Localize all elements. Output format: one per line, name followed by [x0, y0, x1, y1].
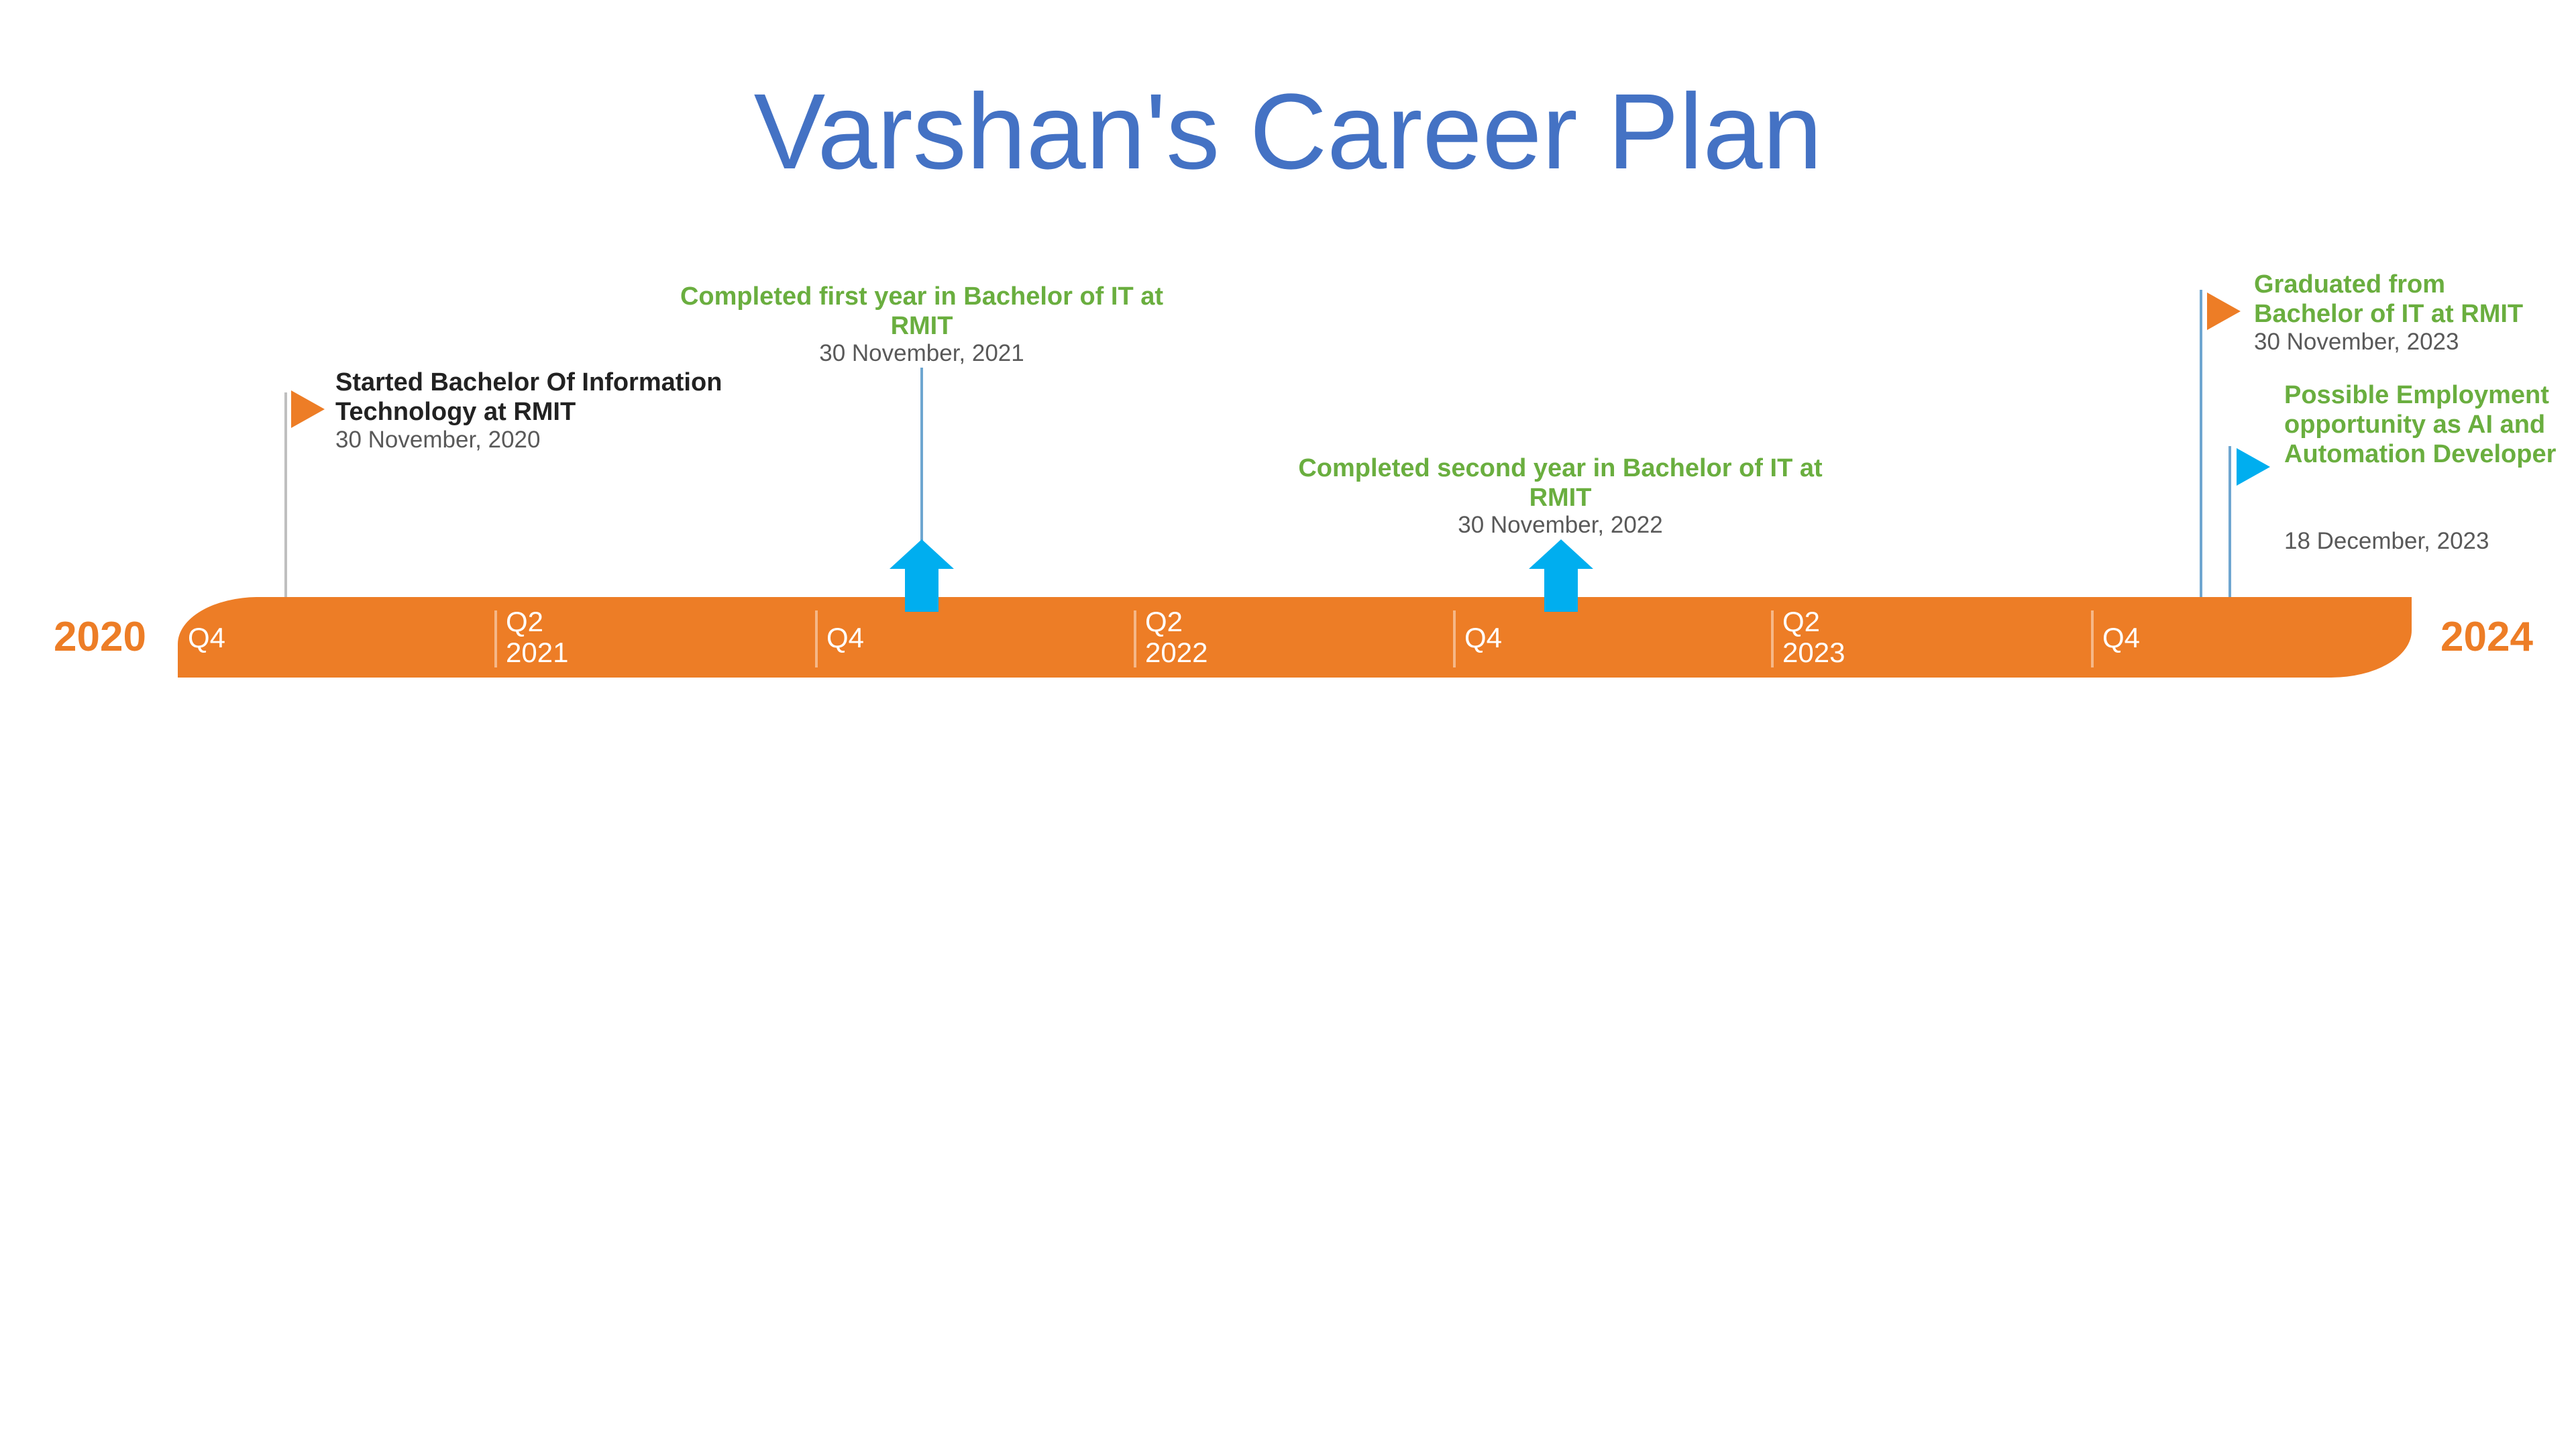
up-arrow-icon: [1529, 539, 1593, 612]
event-5-date: 18 December, 2023: [2284, 528, 2489, 554]
event-3-title: Completed second year in Bachelor of IT …: [1298, 454, 1823, 512]
orange-flag-icon: [2207, 292, 2241, 330]
quarter-tick: [1771, 610, 1774, 667]
quarter-tick: [1134, 610, 1136, 667]
event-1-stem: [284, 392, 287, 600]
quarter-tick: [1453, 610, 1456, 667]
event-2-title: Completed first year in Bachelor of IT a…: [680, 282, 1164, 340]
quarter-tick: [494, 610, 497, 667]
event-5-stem: [2229, 446, 2231, 600]
orange-flag-icon: [291, 390, 325, 428]
end-year-label: 2024: [2440, 614, 2533, 660]
page-title: Varshan's Career Plan: [753, 71, 1823, 191]
event-4-date: 30 November, 2023: [2254, 329, 2459, 355]
event-4-stem: [2200, 290, 2202, 598]
event-2-date: 30 November, 2021: [819, 340, 1024, 366]
blue-flag-icon: [2237, 448, 2270, 486]
quarter-label: Q4: [2102, 622, 2141, 653]
up-arrow-icon: [890, 539, 954, 612]
quarter-tick: [2091, 610, 2094, 667]
event-3-date: 30 November, 2022: [1458, 512, 1663, 538]
start-year-label: 2020: [54, 614, 146, 660]
event-4-title: Graduated from Bachelor of IT at RMIT: [2254, 270, 2524, 328]
quarter-label: Q4: [1464, 622, 1503, 653]
event-1-date: 30 November, 2020: [335, 427, 541, 453]
quarter-tick: [815, 610, 818, 667]
timeline-bar: [178, 597, 2412, 678]
event-1-title: Started Bachelor Of Information Technolo…: [335, 368, 722, 426]
quarter-label: Q4: [826, 622, 865, 653]
event-5-title: Possible Employment opportunity as AI an…: [2284, 381, 2557, 468]
event-2-stem: [920, 368, 923, 542]
quarter-label: Q4: [188, 622, 226, 653]
